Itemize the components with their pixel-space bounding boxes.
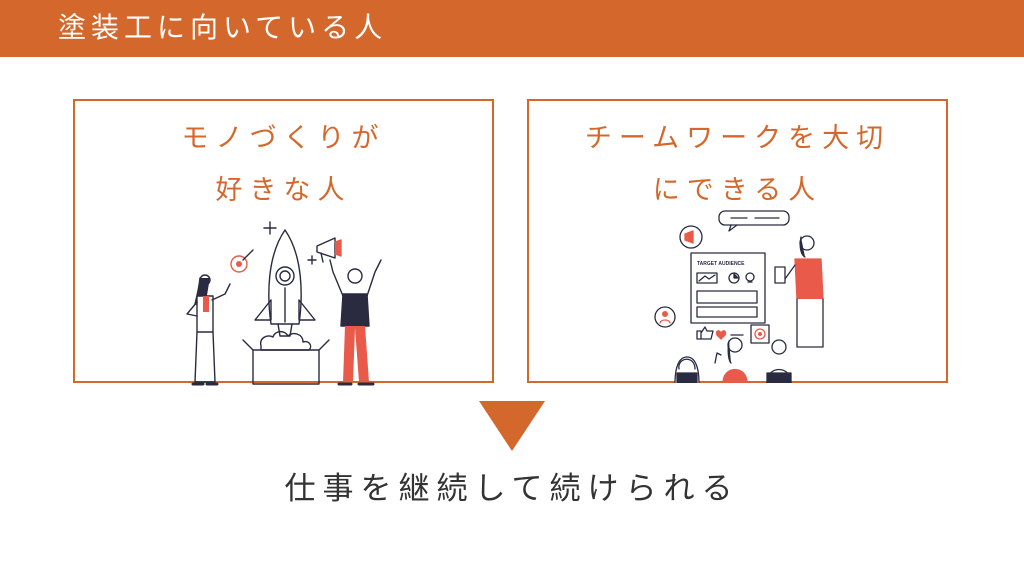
megaphone-icon	[679, 225, 703, 249]
target-icon	[750, 324, 770, 344]
board-label: TARGET AUDIENCE	[697, 261, 745, 267]
card-title-line1: モノづくりが	[181, 123, 386, 154]
user-icon	[654, 306, 676, 328]
heart-icon	[715, 330, 727, 340]
chat-bubble-icon	[718, 210, 790, 232]
megaphone-icon	[316, 237, 342, 263]
card-title-line2: にできる人	[652, 175, 823, 206]
card-title-line2: 好きな人	[215, 175, 352, 206]
audience	[674, 337, 792, 383]
conclusion-text: 仕事を継続して続けられる	[284, 471, 740, 507]
person-presenter	[774, 235, 824, 348]
chart-pie-mini	[728, 272, 740, 284]
down-arrow-icon	[479, 401, 545, 451]
sparkle-icon	[263, 221, 277, 235]
rocket-team-illustration	[186, 221, 382, 386]
sparkle-icon	[307, 255, 317, 265]
target-icon	[230, 249, 254, 273]
card-teamwork: チームワークを大切 にできる人	[527, 99, 948, 383]
presentation-illustration: TARGET AUDIENCE	[654, 210, 824, 383]
person-woman	[186, 274, 231, 386]
thumbs-up-icon	[696, 326, 714, 340]
person-man	[329, 259, 382, 386]
header-bar: 塗装工に向いている人	[0, 0, 1024, 57]
card-craftsmanship: モノづくりが 好きな人	[73, 99, 494, 386]
lightbulb-icon	[745, 272, 755, 283]
page-title: 塗装工に向いている人	[58, 11, 388, 44]
rocket-icon	[254, 229, 316, 337]
card-title-line1: チームワークを大切	[584, 123, 891, 154]
